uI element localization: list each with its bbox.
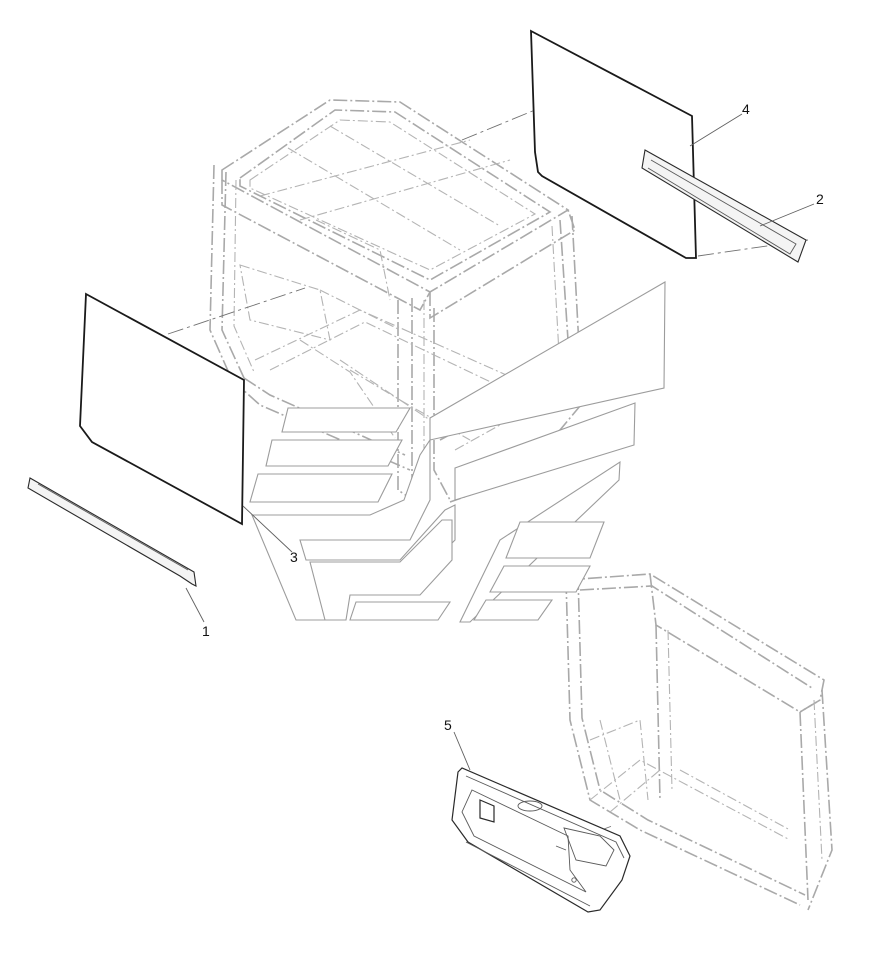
part-4-glass-panel xyxy=(530,29,697,259)
callout-labels: 1 2 3 4 5 xyxy=(202,101,824,733)
part-1-strip xyxy=(27,477,197,587)
leader-lines xyxy=(185,113,815,771)
callout-1: 1 xyxy=(202,623,210,639)
callout-3: 3 xyxy=(290,549,298,565)
part-5-door-trim-panel xyxy=(451,767,631,913)
callout-5: 5 xyxy=(444,717,452,733)
callout-2: 2 xyxy=(816,191,824,207)
decal-chevron-graphic xyxy=(249,281,666,623)
callout-4: 4 xyxy=(742,101,750,117)
part-2-strip xyxy=(641,149,807,263)
part-glass-panel-left xyxy=(79,292,245,526)
cab-frame-secondary-phantom xyxy=(565,573,833,911)
